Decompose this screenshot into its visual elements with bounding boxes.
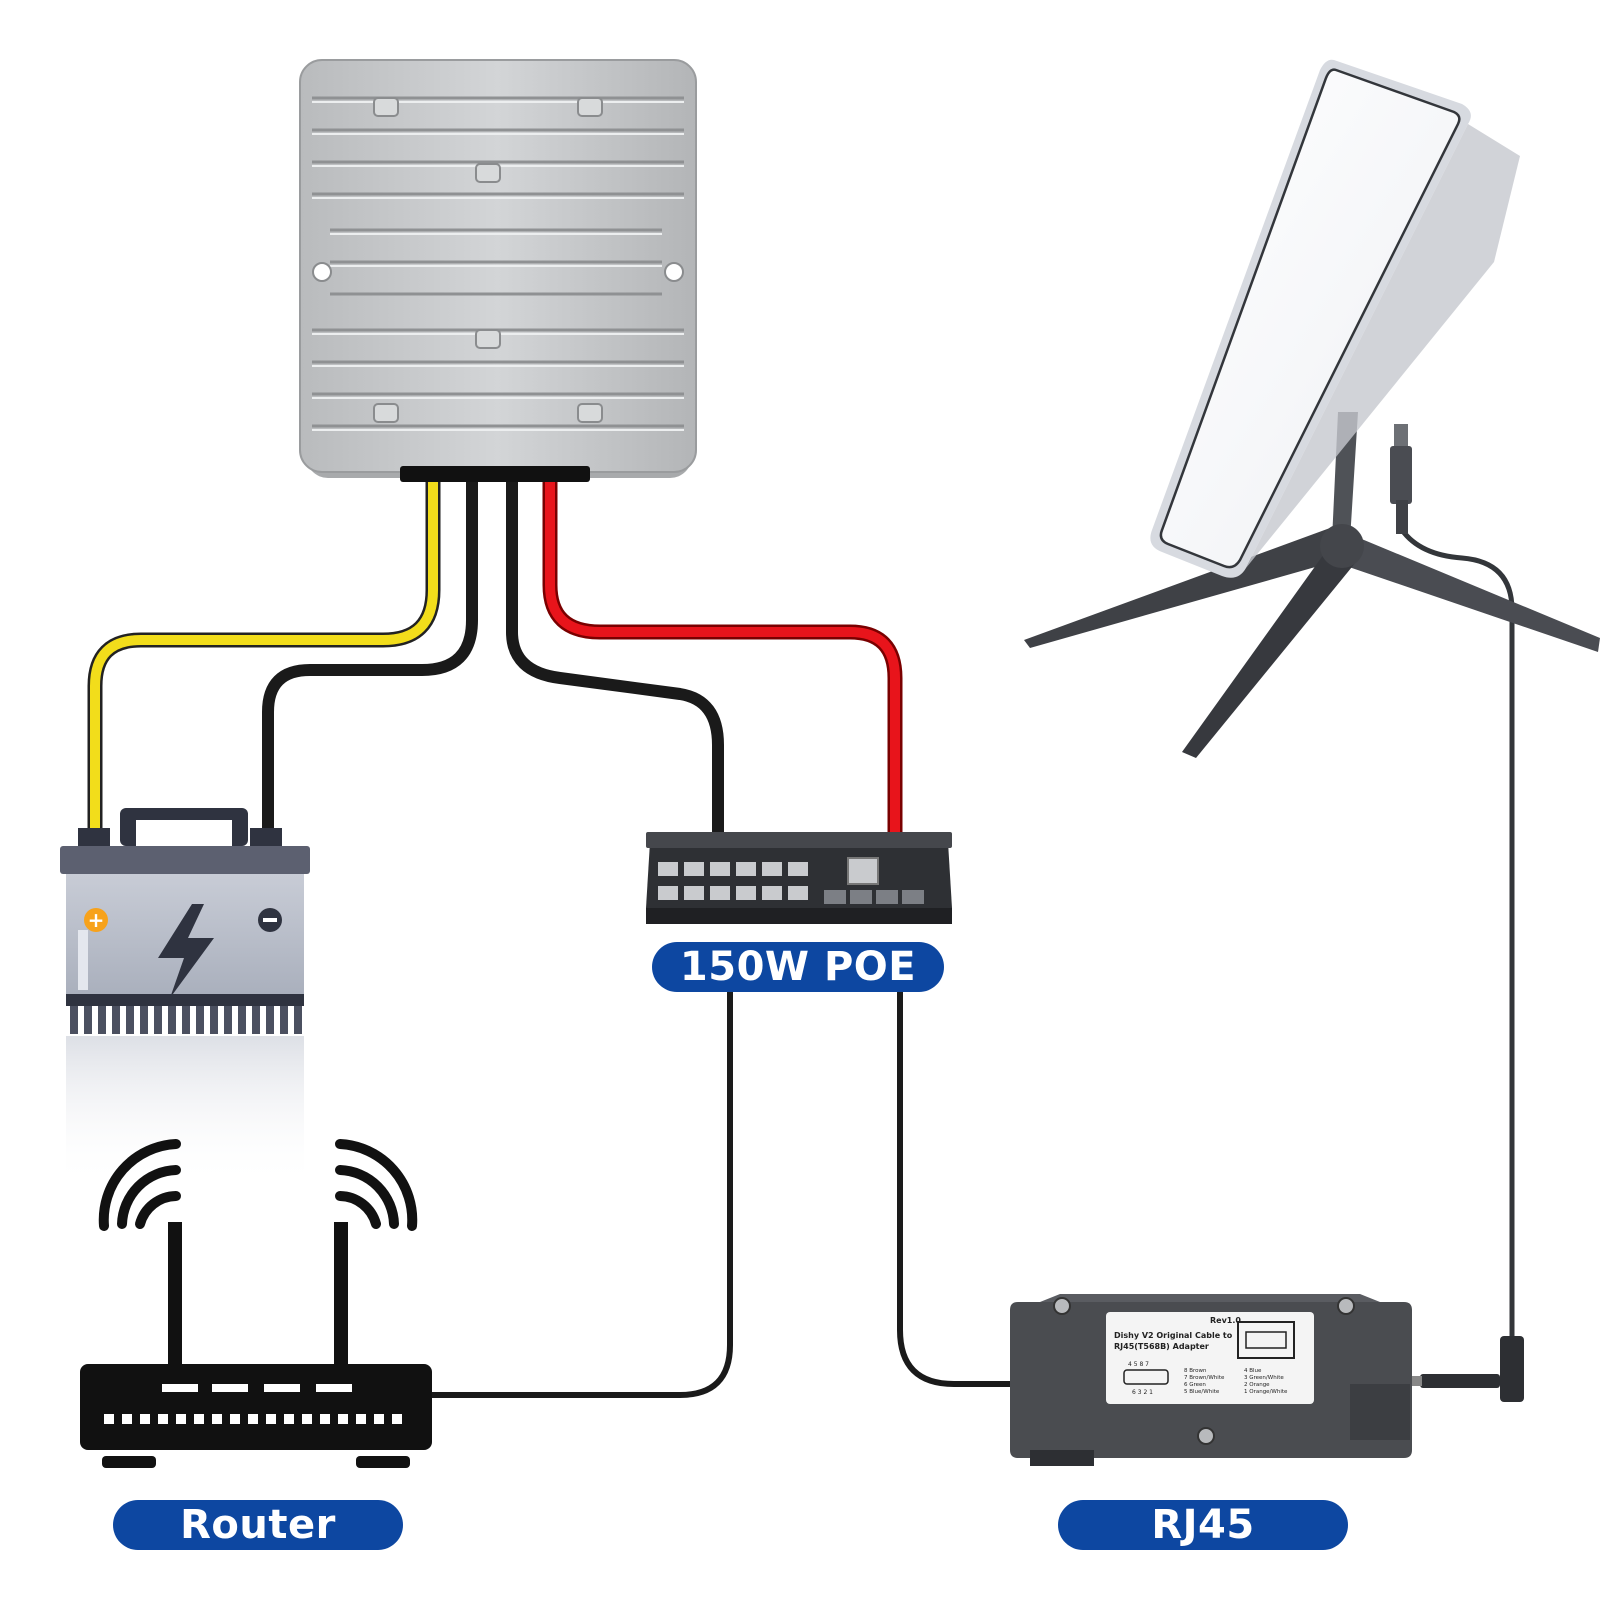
svg-text:4 Blue: 4 Blue <box>1244 1368 1262 1374</box>
adapter-pin-numbers-top: 4 5 8 7 <box>1128 1361 1149 1368</box>
svg-text:8 Brown: 8 Brown <box>1184 1368 1207 1374</box>
svg-text:3 Green/White: 3 Green/White <box>1244 1375 1284 1381</box>
svg-text:1 Orange/White: 1 Orange/White <box>1244 1389 1288 1395</box>
router-icon <box>80 1139 432 1468</box>
poe-label: 150W POE <box>652 942 944 992</box>
svg-text:6 Green: 6 Green <box>1184 1382 1206 1388</box>
adapter-pin-numbers-bottom: 6 3 2 1 <box>1132 1389 1153 1396</box>
dish-cable <box>1399 527 1515 1341</box>
rj45-adapter-icon: Rev1.0 Dishy V2 Original Cable to RJ45(T… <box>1010 1294 1412 1466</box>
svg-text:+: + <box>88 908 105 932</box>
adapter-title-2: RJ45(T568B) Adapter <box>1114 1342 1209 1351</box>
adapter-rev: Rev1.0 <box>1210 1316 1241 1325</box>
rj45-label: RJ45 <box>1058 1500 1348 1550</box>
adapter-label <box>1106 1312 1314 1404</box>
wiring <box>87 470 1515 1398</box>
ethernet-cable-rj45 <box>897 989 1013 1387</box>
svg-text:5 Blue/White: 5 Blue/White <box>1184 1389 1220 1395</box>
adapter-pins-left: 8 Brown 7 Brown/White 6 Green 5 Blue/Whi… <box>1184 1368 1225 1395</box>
adapter-pins-right: 4 Blue 3 Green/White 2 Orange 1 Orange/W… <box>1244 1368 1288 1395</box>
ethernet-cable-router <box>429 989 733 1398</box>
battery-reflection <box>66 1036 304 1186</box>
poe-switch-icon <box>646 832 952 924</box>
satellite-dish-icon <box>1024 59 1600 1402</box>
dc-converter-icon <box>299 59 697 482</box>
svg-text:7 Brown/White: 7 Brown/White <box>1184 1375 1225 1381</box>
lightning-bolt-icon <box>158 904 214 998</box>
battery-icon: + <box>60 808 310 1186</box>
svg-text:2 Orange: 2 Orange <box>1244 1382 1270 1388</box>
adapter-title-1: Dishy V2 Original Cable to <box>1114 1331 1233 1340</box>
black-wire-battery <box>262 472 478 844</box>
black-wire-poe <box>506 472 724 844</box>
router-label: Router <box>113 1500 403 1550</box>
